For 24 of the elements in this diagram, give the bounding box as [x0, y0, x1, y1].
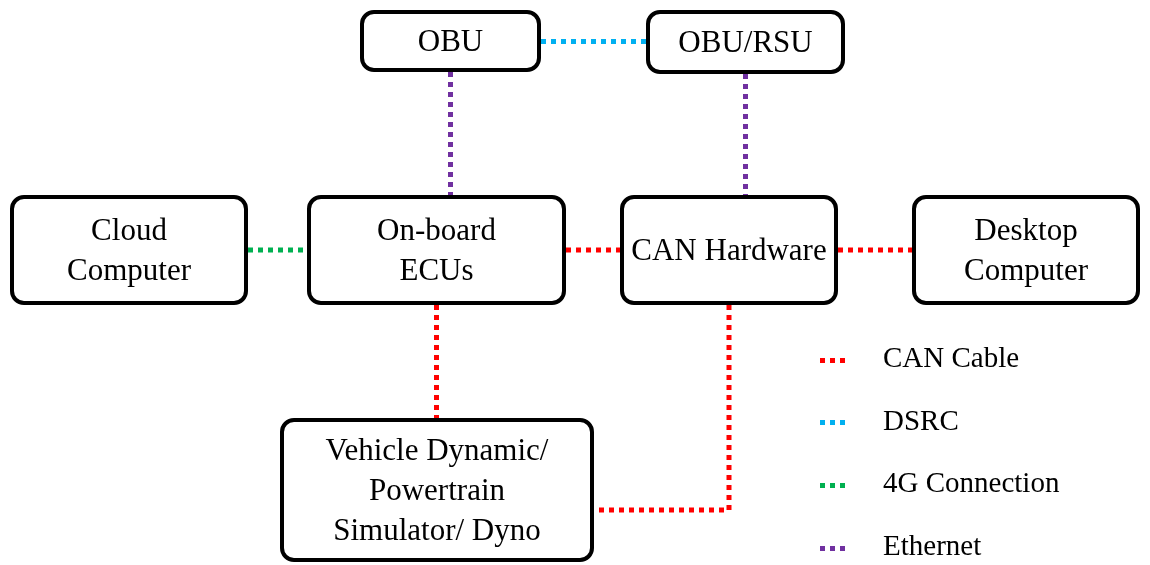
legend-label: DSRC: [883, 403, 959, 437]
node-label: Cloud Computer: [66, 210, 192, 289]
legend-label: 4G Connection: [883, 466, 1060, 500]
device-box: [620, 195, 838, 305]
node-label: CAN Hardware: [631, 230, 827, 269]
dotted-connector: [838, 247, 912, 253]
device-box: [280, 418, 594, 562]
device-box: [307, 195, 566, 305]
node-label: OBU/RSU: [678, 22, 813, 61]
node-label: Desktop Computer: [963, 210, 1089, 289]
device-box: [912, 195, 1140, 305]
legend-label: Ethernet: [883, 529, 982, 563]
dotted-connector: [448, 72, 453, 195]
device-box: [360, 10, 541, 72]
dotted-connector: [566, 247, 620, 253]
device-box: [10, 195, 248, 305]
legend-label: CAN Cable: [883, 341, 1020, 374]
node-label: On-board ECUs: [376, 210, 497, 289]
dotted-connector: [541, 39, 646, 44]
node-label: OBU: [417, 21, 484, 60]
node-label: Vehicle Dynamic/ Powertrain Simulator/ Dyno: [324, 430, 550, 550]
device-box: [646, 10, 845, 74]
dotted-connector: [743, 74, 748, 195]
dotted-connector: [434, 305, 439, 418]
